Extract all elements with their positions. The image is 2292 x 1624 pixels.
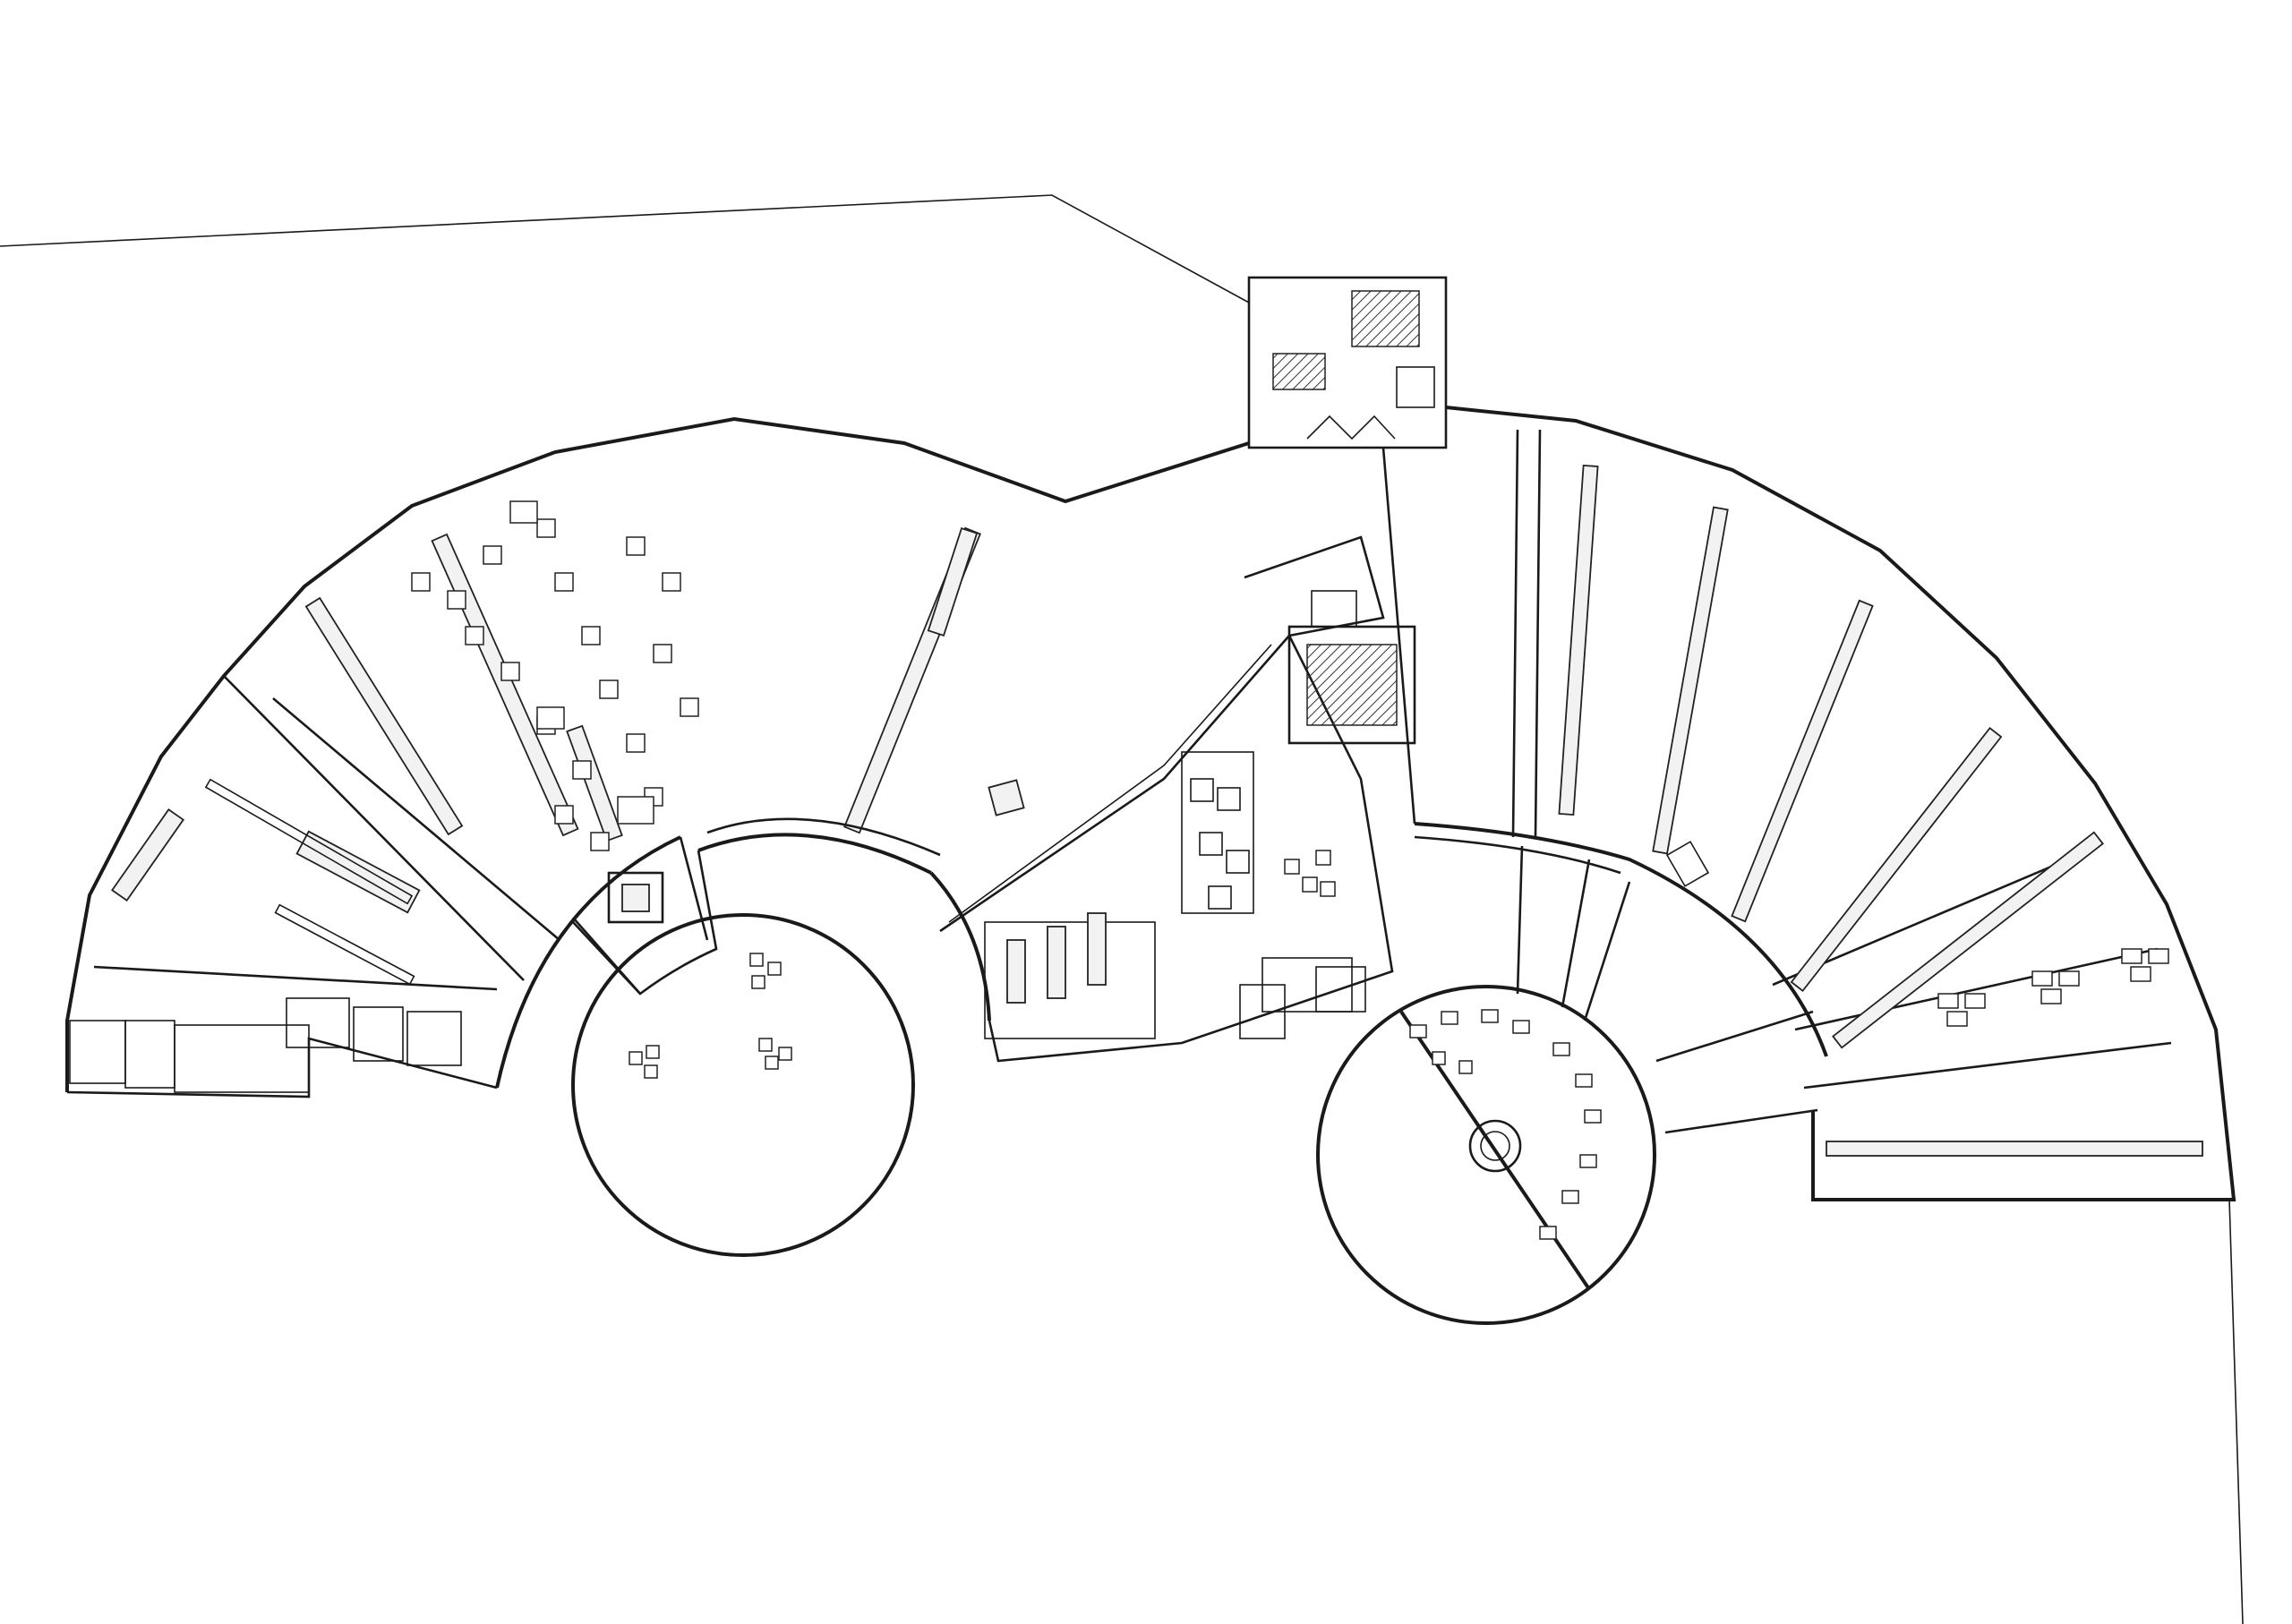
site-boundary xyxy=(0,194,2244,1624)
lab-benches-right xyxy=(1558,464,2203,1157)
meeting-core xyxy=(572,850,718,996)
building-outline xyxy=(65,406,2236,1201)
workstation-pods-right xyxy=(1937,948,2169,1027)
left-wing xyxy=(69,500,981,1093)
service-core xyxy=(939,535,1416,1063)
right-wing xyxy=(1381,429,2203,1157)
rotunda-right xyxy=(1316,985,1656,1325)
desk-clusters-left xyxy=(111,526,981,986)
corridor-arc-left xyxy=(697,817,991,1021)
entrance-block xyxy=(1247,276,1448,449)
rotunda-left xyxy=(571,913,915,1257)
chairs-left xyxy=(411,500,699,851)
office-row xyxy=(69,997,462,1093)
